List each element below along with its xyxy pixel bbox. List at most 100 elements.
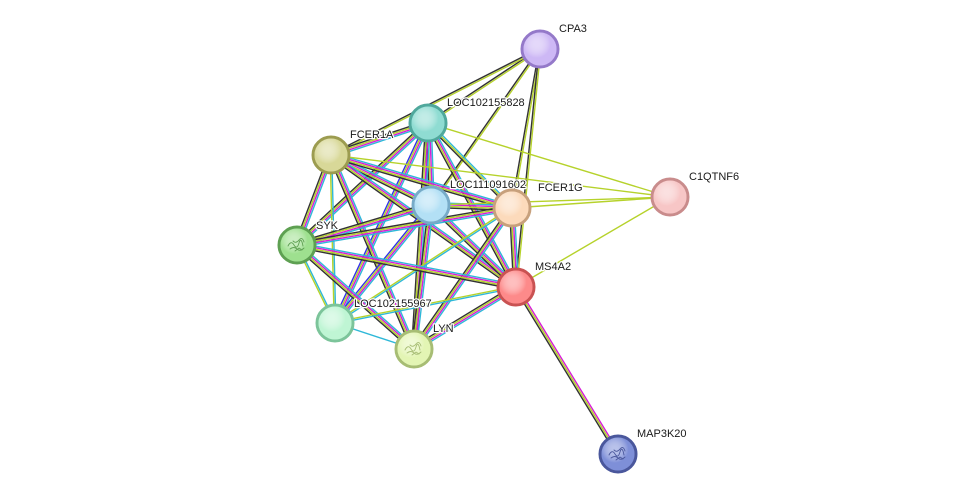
edge-FCER1A-FCER1G[interactable] — [329, 151, 514, 212]
edge-LOC111091602-LYN[interactable] — [410, 204, 435, 350]
node-syk[interactable]: SYK — [277, 219, 340, 265]
edge-evidence-coexpression — [294, 246, 414, 352]
edge-MS4A2-C1QTNF6[interactable] — [515, 196, 671, 288]
node-highlight — [653, 180, 687, 214]
node-lyn[interactable]: LYN — [394, 322, 455, 369]
node-loc111091602[interactable]: LOC111091602 — [411, 178, 527, 225]
edge-evidence-coexpression — [410, 122, 427, 350]
edge-evidence-experiments — [296, 208, 513, 247]
edge-evidence-textmining — [330, 155, 513, 210]
node-label-syk: SYK — [316, 220, 339, 232]
edge-evidence-textmining — [295, 244, 415, 351]
edge-MS4A2-LYN[interactable] — [412, 284, 518, 352]
node-label-loc111091602: LOC111091602 — [450, 179, 526, 191]
edge-evidence-coexpression — [510, 48, 540, 209]
edge-evidence-experiments — [296, 243, 517, 287]
edge-evidence-textmining — [430, 48, 542, 207]
edge-evidence-database — [334, 287, 517, 325]
edge-evidence-textmining — [427, 48, 542, 125]
edge-evidence-coexpression — [412, 284, 516, 348]
edge-evidence-coexpression — [328, 155, 413, 351]
node-label-ms4a2: MS4A2 — [535, 261, 571, 273]
edge-SYK-LYN[interactable] — [294, 242, 417, 352]
node-highlight — [397, 332, 431, 366]
protein-structure-icon — [404, 341, 422, 356]
edge-FCER1A-C1QTNF6[interactable] — [330, 154, 671, 198]
node-fcer1a[interactable]: FCER1A — [311, 128, 395, 175]
edge-evidence-experiments — [296, 122, 430, 247]
edge-evidence-textmining — [330, 154, 671, 198]
edge-evidence-textmining — [412, 285, 517, 350]
edge-evidence-database — [428, 121, 514, 208]
node-fcer1g[interactable]: FCER1G — [492, 181, 584, 228]
edge-evidence-coexpression — [329, 47, 541, 155]
edge-SYK-MS4A2[interactable] — [295, 241, 518, 291]
edges-layer — [294, 47, 671, 456]
node-highlight — [318, 306, 352, 340]
edge-evidence-database — [332, 153, 417, 349]
node-label-c1qtnf6: C1QTNF6 — [689, 171, 739, 183]
node-label-fcer1g: FCER1G — [538, 182, 583, 194]
node-ms4a2[interactable]: MS4A2 — [496, 260, 572, 307]
edge-evidence-database — [330, 151, 514, 207]
node-cpa3[interactable]: CPA3 — [520, 22, 588, 69]
node-label-loc102155828: LOC102155828 — [447, 97, 525, 109]
edge-evidence-coexpression — [294, 120, 428, 244]
edge-evidence-textmining — [516, 48, 542, 288]
edge-evidence-experiments — [516, 285, 621, 454]
node-label-fcer1a: FCER1A — [350, 129, 394, 141]
edge-evidence-coexpression — [426, 47, 541, 124]
edge-evidence-experiments — [331, 153, 416, 350]
node-highlight — [414, 188, 448, 222]
edge-LOC102155828-C1QTNF6[interactable] — [427, 122, 671, 198]
edge-FCER1G-SYK[interactable] — [295, 204, 514, 249]
node-highlight — [499, 270, 533, 304]
edge-evidence-textmining — [427, 122, 513, 209]
node-label-lyn: LYN — [433, 323, 454, 335]
edge-evidence-coexpression — [295, 201, 432, 244]
edge-evidence-textmining — [330, 49, 542, 157]
node-map3k20[interactable]: MAP3K20 — [598, 427, 688, 474]
edge-evidence-database — [415, 204, 435, 350]
edge-evidence-coexpression — [295, 246, 517, 291]
edge-evidence-textmining — [295, 121, 429, 246]
edge-MS4A2-LOC102155967[interactable] — [334, 285, 517, 325]
edge-evidence-textmining — [427, 122, 671, 198]
edge-evidence-textmining — [412, 204, 431, 350]
edge-evidence-textmining — [515, 286, 619, 455]
edge-evidence-experiments — [296, 243, 416, 350]
edge-evidence-textmining — [296, 203, 432, 245]
edge-MS4A2-MAP3K20[interactable] — [513, 285, 621, 456]
edge-CPA3-LOC102155828[interactable] — [426, 47, 542, 125]
edge-LOC102155828-FCER1G[interactable] — [426, 121, 514, 210]
edge-LOC111091602-C1QTNF6[interactable] — [430, 196, 671, 206]
edge-CPA3-MS4A2[interactable] — [514, 48, 542, 288]
edge-evidence-database — [296, 209, 514, 249]
edge-evidence-textmining — [296, 245, 517, 289]
node-loc102155967[interactable]: LOC102155967 — [315, 297, 433, 343]
edge-LOC102155828-SYK[interactable] — [294, 120, 431, 248]
node-c1qtnf6[interactable]: C1QTNF6 — [650, 170, 740, 217]
node-highlight — [411, 106, 445, 140]
node-highlight — [495, 191, 529, 225]
edge-evidence-textmining — [511, 196, 671, 209]
protein-structure-icon — [608, 446, 626, 461]
edge-FCER1G-C1QTNF6[interactable] — [511, 196, 671, 209]
edge-evidence-database — [296, 241, 518, 286]
edge-evidence-coexpression — [426, 123, 512, 210]
node-loc102155828[interactable]: LOC102155828 — [408, 96, 526, 143]
edge-evidence-textmining — [334, 285, 517, 323]
edge-CPA3-FCER1A[interactable] — [329, 47, 542, 157]
edge-CPA3-LOC111091602[interactable] — [429, 47, 542, 207]
edge-evidence-textmining — [296, 206, 513, 245]
edge-evidence-database — [297, 242, 417, 348]
node-label-cpa3: CPA3 — [559, 23, 587, 35]
edge-FCER1A-LYN[interactable] — [328, 153, 417, 351]
edge-evidence-experiments — [413, 286, 518, 351]
edge-evidence-coexpression — [410, 204, 430, 350]
protein-structure-icon — [287, 237, 305, 252]
edge-evidence-coexpression — [429, 47, 541, 206]
edge-evidence-coexpression — [295, 204, 513, 244]
